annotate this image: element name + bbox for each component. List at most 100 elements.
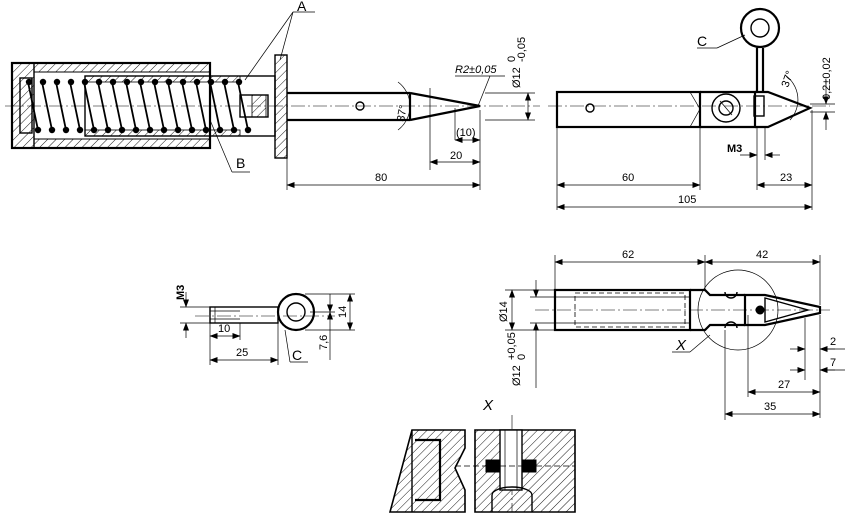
spring-wire-section (202, 126, 210, 134)
side-tip (743, 293, 822, 327)
spring-coil (167, 81, 179, 131)
lever-stem (209, 306, 279, 324)
spring-wire-section (34, 126, 42, 134)
dim-27: 27 (778, 379, 790, 391)
plunger-head (700, 90, 757, 129)
spring-coil (181, 81, 193, 131)
plunger-side-view: X 62 42 Ø14 Ø12 +0,05 0 2 (498, 249, 845, 420)
spring-wire-section (95, 78, 103, 86)
spring-wire-section (151, 78, 159, 86)
dim-2: 2 (830, 336, 836, 348)
lever-ring (276, 292, 316, 332)
spring-wire-section (90, 126, 98, 134)
spring-coil (97, 81, 109, 131)
spring-wire-section (235, 78, 243, 86)
dim-35: 35 (764, 401, 776, 413)
spring-coil (209, 81, 221, 131)
dim-dia12-top-tol-up: 0 (506, 56, 518, 62)
spring-wire-section (48, 126, 56, 134)
shaft-hole (355, 101, 365, 111)
label-b: B (236, 155, 245, 171)
detail-x-view: X (388, 397, 576, 513)
dim-62: 62 (622, 249, 634, 261)
plunger-top-view: C 37° 0,2±0,02 M3 60 23 105 (548, 7, 835, 210)
spring-wire-section (221, 78, 229, 86)
dim-80: 80 (375, 172, 387, 184)
side-body (553, 288, 692, 332)
spring-coil (111, 81, 123, 131)
spring-wire-section (207, 78, 215, 86)
dim-r2: R2±0,05 (455, 64, 497, 76)
dim-10-paren: (10) (456, 127, 476, 139)
plunger-tip (755, 90, 813, 129)
spring-wire-section (104, 126, 112, 134)
spring-wire-section (179, 78, 187, 86)
spring-coil (55, 81, 67, 131)
spring-wire-section (109, 78, 117, 86)
dim-25: 25 (236, 347, 248, 359)
dim-7: 7 (830, 357, 836, 369)
label-c2: C (292, 347, 302, 363)
spring-wire-section (123, 78, 131, 86)
dim-dia12-b-tol-low: 0 (516, 354, 528, 360)
plunger-body (555, 90, 702, 129)
dim-dia12-b-tol-up: +0,05 (506, 332, 518, 360)
cone-tip (408, 91, 481, 122)
label-a: A (297, 0, 307, 14)
spring-wire-section (216, 126, 224, 134)
spring-wire-section (174, 126, 182, 134)
housing-wall-bottom (33, 138, 211, 149)
dim-m3-a: M3 (727, 143, 742, 155)
end-cap (11, 62, 35, 149)
spring-coil (237, 81, 249, 131)
spring-wire-section (193, 78, 201, 86)
spring-coil (223, 81, 235, 131)
spring-wire-section (76, 126, 84, 134)
spring-wire-section (146, 126, 154, 134)
spring-assembly-view: A B R2±0,05 Ø12 0 -0,05 37° (10) 20 (5, 0, 540, 190)
spring-coil (195, 81, 207, 131)
dim-dia12-top: Ø12 (511, 67, 523, 88)
dim-dia12-b: Ø12 (511, 365, 523, 386)
spring-coils (25, 78, 252, 134)
dim-dia12-top-tol-low: -0,05 (516, 37, 528, 62)
label-x1: X (675, 337, 687, 354)
spring-wire-section (25, 78, 33, 86)
spring-wire-section (160, 126, 168, 134)
dim-42: 42 (756, 249, 768, 261)
spring-coil (125, 81, 137, 131)
spring-coil (83, 81, 95, 131)
lever-ring-top (739, 7, 781, 49)
flange-plate (274, 54, 288, 159)
spring-wire-section (230, 126, 238, 134)
spring-wire-section (53, 78, 61, 86)
dim-105: 105 (678, 194, 696, 206)
spring-wire-section (62, 126, 70, 134)
dim-60: 60 (622, 172, 634, 184)
spring-wire-section (118, 126, 126, 134)
dim-10: 10 (218, 323, 230, 335)
lever-detail-view: M3 10 25 C 14 7,6 (175, 285, 355, 365)
spring-coil (69, 81, 81, 131)
dim-7-6: 7,6 (318, 335, 330, 350)
spring-wire-section (132, 126, 140, 134)
spring-coil (153, 81, 165, 131)
spring-wire-section (67, 78, 75, 86)
dim-tol-02: 0,2±0,02 (821, 57, 833, 100)
head-screw (711, 93, 741, 123)
spring-wire-section (137, 78, 145, 86)
dim-14: 14 (337, 306, 349, 318)
spring-wire-section (188, 126, 196, 134)
dim-angle37-b: 37° (780, 69, 797, 89)
dim-dia14: Ø14 (498, 301, 510, 322)
spring-wire-section (244, 126, 252, 134)
dim-23: 23 (780, 172, 792, 184)
detail-left-part (388, 429, 466, 513)
detail-circle-x (697, 269, 779, 351)
spring-wire-section (165, 78, 173, 86)
label-c1: C (697, 33, 707, 49)
dim-angle37-a: 37° (395, 104, 410, 122)
dim-20: 20 (450, 150, 462, 162)
spring-wire-section (81, 78, 89, 86)
